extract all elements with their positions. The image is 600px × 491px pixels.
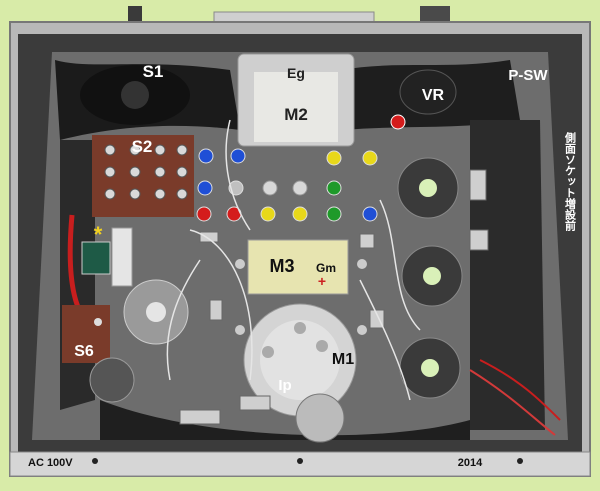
meter-m1-screw-top: [294, 322, 306, 334]
green-display: [81, 241, 111, 275]
vr-pot: [399, 69, 457, 115]
jack-blue: [198, 148, 214, 164]
screw-m3-right: [357, 259, 367, 269]
screw-m1-right: [357, 325, 367, 335]
red-wire-right: [479, 359, 561, 421]
label-ip: Ip: [278, 377, 291, 394]
vr-red-knob: [390, 114, 406, 130]
white-wires: [166, 119, 421, 401]
bottom-screw-right: [517, 458, 523, 464]
label-m3: M3: [269, 256, 294, 276]
label-p-sw: P-SW: [508, 67, 548, 84]
meter-m3-face: [247, 239, 349, 295]
tube-socket-lower-center: [421, 359, 439, 377]
asterisk-marker: *: [94, 222, 103, 247]
jack-green: [326, 206, 342, 222]
label-ac-100v: AC 100V: [28, 457, 73, 469]
jack-yellow: [292, 206, 308, 222]
jack-blue: [362, 206, 378, 222]
jack-red: [196, 206, 212, 222]
jack-yellow: [362, 150, 378, 166]
wire-bundle-bottom: [100, 400, 470, 440]
s6-terminal: [94, 318, 102, 326]
meter-m1-screw-right: [316, 340, 328, 352]
jack-white: [292, 180, 308, 196]
bottom-screw-left: [92, 458, 98, 464]
label-gm: Gm: [316, 261, 336, 275]
tube-socket-middle-center: [423, 267, 441, 285]
label-m2: M2: [284, 105, 308, 124]
meter-m1-inner: [260, 320, 340, 400]
wire-bundle-right: [470, 120, 545, 430]
screw-m1-left: [235, 325, 245, 335]
tube-socket-bottom-center: [295, 393, 345, 443]
switch-s6-board: [62, 305, 110, 363]
label-side-note: 側面ソケット増設前: [564, 131, 578, 232]
jack-white: [262, 180, 278, 196]
jack-yellow: [260, 206, 276, 222]
meter-m1-screw-left: [262, 346, 274, 358]
meter-m2-window: [254, 72, 338, 142]
label-year: 2014: [458, 457, 483, 469]
plus-marker: +: [318, 273, 326, 289]
component-block: [111, 227, 133, 287]
small-components: [179, 169, 489, 425]
label-m1: M1: [332, 351, 354, 368]
switch-s1-hub: [121, 81, 149, 109]
tube-socket-left-center: [146, 302, 166, 322]
red-wire-right-2: [469, 369, 556, 436]
screw-m3-left: [235, 259, 245, 269]
bottom-screw-center: [297, 458, 303, 464]
jack-blue: [230, 148, 246, 164]
label-s6: S6: [74, 343, 94, 360]
label-eg: Eg: [287, 65, 305, 81]
label-s2: S2: [132, 137, 153, 156]
tube-socket-upper-center: [419, 179, 437, 197]
wire-bundle-left: [60, 140, 95, 410]
jack-yellow: [326, 150, 342, 166]
label-s1: S1: [143, 62, 164, 81]
jack-green: [326, 180, 342, 196]
tube-socket-bottom-left: [89, 357, 135, 403]
jack-blue: [197, 180, 213, 196]
label-vr: VR: [422, 87, 445, 104]
